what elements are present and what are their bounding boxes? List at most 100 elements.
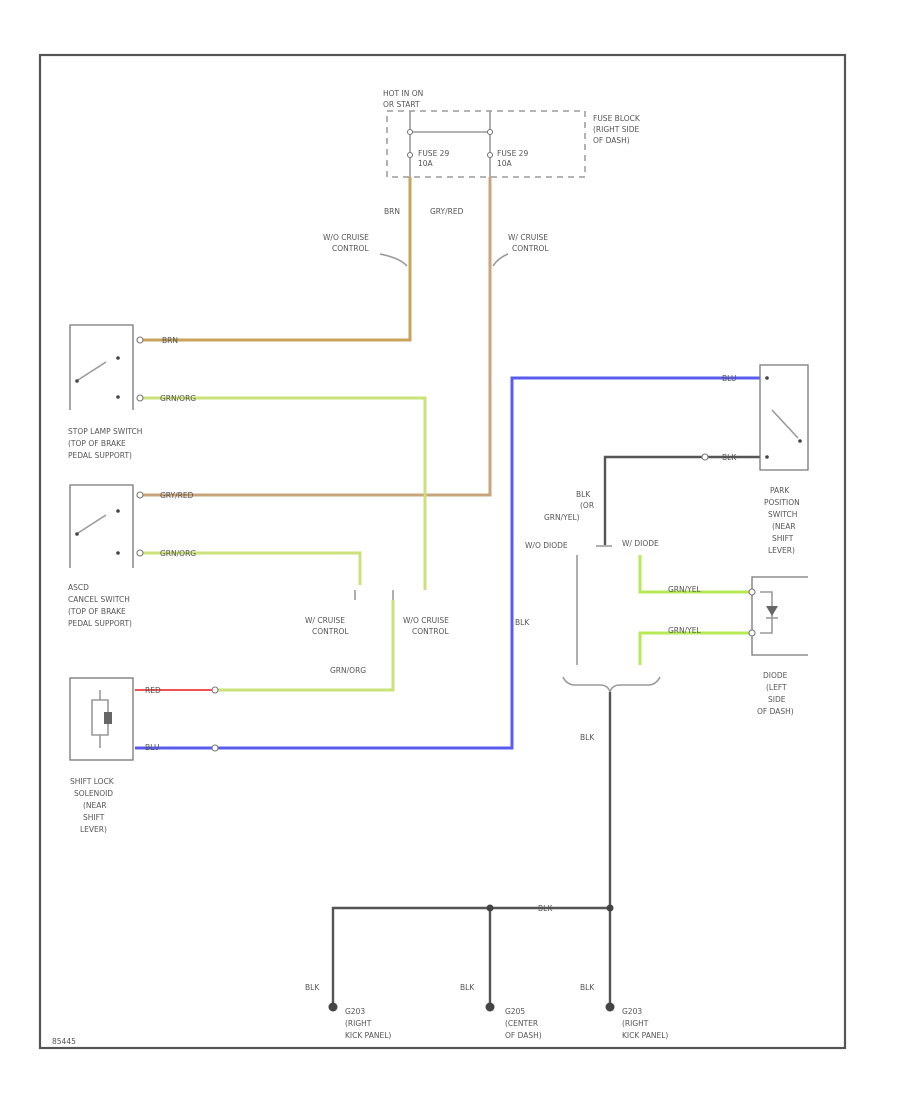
ground-desc-1: (RIGHT: [345, 1019, 372, 1028]
wo-cruise-note-mid-2: CONTROL: [412, 627, 449, 636]
brn-wire-label-top: BRN: [384, 207, 400, 216]
ground-desc-1: (CENTER: [505, 1019, 538, 1028]
wire-blk-park: [603, 455, 760, 545]
hot-or-start-label: OR START: [383, 100, 420, 109]
blu-wire-label-park: BLU: [722, 374, 736, 383]
wo-cruise-note-mid-1: W/O CRUISE: [403, 616, 449, 625]
blk-wire-label-park: BLK: [722, 453, 737, 462]
blk-or-label-2: (OR: [580, 501, 594, 510]
wo-diode-note: W/O DIODE: [525, 541, 568, 550]
ground-id: G205: [505, 1007, 525, 1016]
park-label-4: (NEAR: [772, 522, 796, 531]
grn-org-wire-label-3: GRN/ORG: [330, 666, 366, 675]
w-diode-note: W/ DIODE: [622, 539, 659, 548]
blk-wire-label-g1: BLK: [305, 983, 320, 992]
park-label-1: PARK: [770, 486, 790, 495]
w-cruise-note-top-2: CONTROL: [512, 244, 549, 253]
ground-desc-1: (RIGHT: [622, 1019, 649, 1028]
fuse-29-b-label: FUSE 29: [497, 149, 528, 158]
terminal: [136, 549, 144, 557]
solenoid-label-5: LEVER): [80, 825, 107, 834]
ascd-label-3: (TOP OF BRAKE: [68, 607, 126, 616]
terminal: [211, 744, 219, 752]
ground-symbol: [328, 1002, 338, 1012]
ground-g205: G205 (CENTER OF DASH): [485, 1002, 542, 1040]
hot-in-on-label: HOT IN ON: [383, 89, 423, 98]
ascd-cancel-switch: ASCD CANCEL SWITCH (TOP OF BRAKE PEDAL S…: [68, 484, 144, 628]
solenoid-coil-wire: [91, 690, 101, 748]
grn-yel-wire-label-1: GRN/YEL: [668, 585, 701, 594]
diode-label-2: (LEFT: [766, 683, 787, 692]
splice-bracket: [562, 676, 661, 695]
terminal: [748, 629, 756, 637]
splice-dot: [606, 904, 614, 912]
solenoid-core: [104, 712, 112, 724]
ground-desc-2: OF DASH): [505, 1031, 542, 1040]
stop-lamp-switch: STOP LAMP SWITCH (TOP OF BRAKE PEDAL SUP…: [68, 324, 144, 460]
wire-grn-yel-2: [638, 631, 752, 665]
fuse-block: HOT IN ON OR START FUSE 29 10A FUSE 29 1…: [383, 89, 641, 178]
wire-blk-ground-bus: [331, 906, 610, 1005]
fuse-29-b-amp: 10A: [497, 159, 513, 168]
shift-lock-solenoid: SHIFT LOCK SOLENOID (NEAR SHIFT LEVER): [69, 677, 219, 834]
fuse-block-outline: [386, 110, 586, 178]
brn-wire-label: BRN: [162, 336, 178, 345]
ground-symbol: [605, 1002, 615, 1012]
diode-symbol: [766, 606, 778, 616]
blk-or-label-1: BLK: [576, 490, 591, 499]
stop-lamp-switch-label-2: (TOP OF BRAKE: [68, 439, 126, 448]
blk-wire-label-bus: BLK: [538, 904, 553, 913]
stop-lamp-switch-box: [69, 324, 134, 410]
diode-label-1: DIODE: [763, 671, 788, 680]
park-position-switch: PARK POSITION SWITCH (NEAR SHIFT LEVER): [701, 364, 809, 555]
ground-g203-left: G203 (RIGHT KICK PANEL): [328, 1002, 391, 1040]
ascd-label-2: CANCEL SWITCH: [68, 595, 130, 604]
ground-symbol: [485, 1002, 495, 1012]
ground-g203-right: G203 (RIGHT KICK PANEL): [605, 1002, 668, 1040]
solenoid-label-4: SHIFT: [83, 813, 105, 822]
diagram-code: 85445: [52, 1037, 76, 1046]
fuse-block-location-3: OF DASH): [593, 136, 630, 145]
diode: DIODE (LEFT SIDE OF DASH): [748, 576, 808, 716]
solenoid-label-2: SOLENOID: [74, 789, 113, 798]
solenoid-label-1: SHIFT LOCK: [70, 777, 115, 786]
switch-contact: [77, 514, 107, 534]
terminal: [136, 491, 144, 499]
ground-desc-2: KICK PANEL): [622, 1031, 668, 1040]
note-leader: [492, 253, 509, 267]
w-cruise-note-top-1: W/ CRUISE: [508, 233, 548, 242]
stop-lamp-switch-label-1: STOP LAMP SWITCH: [68, 427, 142, 436]
diode-box: [751, 576, 808, 656]
gry-red-wire-label: GRY/RED: [160, 491, 194, 500]
w-cruise-note-mid-1: W/ CRUISE: [305, 616, 345, 625]
switch-contact: [771, 409, 799, 439]
wire-grn-org-ascd: [140, 551, 362, 585]
ground-desc-2: KICK PANEL): [345, 1031, 391, 1040]
diode-label-4: OF DASH): [757, 707, 794, 716]
park-label-6: LEVER): [768, 546, 795, 555]
stop-lamp-switch-label-3: PEDAL SUPPORT): [68, 451, 132, 460]
wire-grn-org-solenoid: [215, 600, 395, 692]
ascd-label-4: PEDAL SUPPORT): [68, 619, 132, 628]
grn-org-wire-label: GRN/ORG: [160, 394, 196, 403]
park-label-3: SWITCH: [768, 510, 797, 519]
wire-brn: [140, 177, 412, 342]
park-switch-box: [759, 364, 809, 471]
wire-grn-org-stop: [140, 396, 427, 590]
blk-wire-label-lower: BLK: [580, 733, 595, 742]
wire-blu: [135, 376, 760, 750]
blk-wire-label-g3: BLK: [580, 983, 595, 992]
park-label-2: POSITION: [764, 498, 800, 507]
blu-wire-label-solenoid: BLU: [145, 743, 159, 752]
wo-cruise-note-top-1: W/O CRUISE: [323, 233, 369, 242]
ascd-label-1: ASCD: [68, 583, 89, 592]
fuse-29-a-amp: 10A: [418, 159, 434, 168]
fuse-block-location-1: FUSE BLOCK: [593, 114, 641, 123]
terminal: [136, 336, 144, 344]
wo-cruise-note-top-2: CONTROL: [332, 244, 369, 253]
blk-wire-label-g2: BLK: [460, 983, 475, 992]
grn-yel-wire-label-2: GRN/YEL: [668, 626, 701, 635]
terminal: [701, 453, 709, 461]
terminal: [136, 394, 144, 402]
